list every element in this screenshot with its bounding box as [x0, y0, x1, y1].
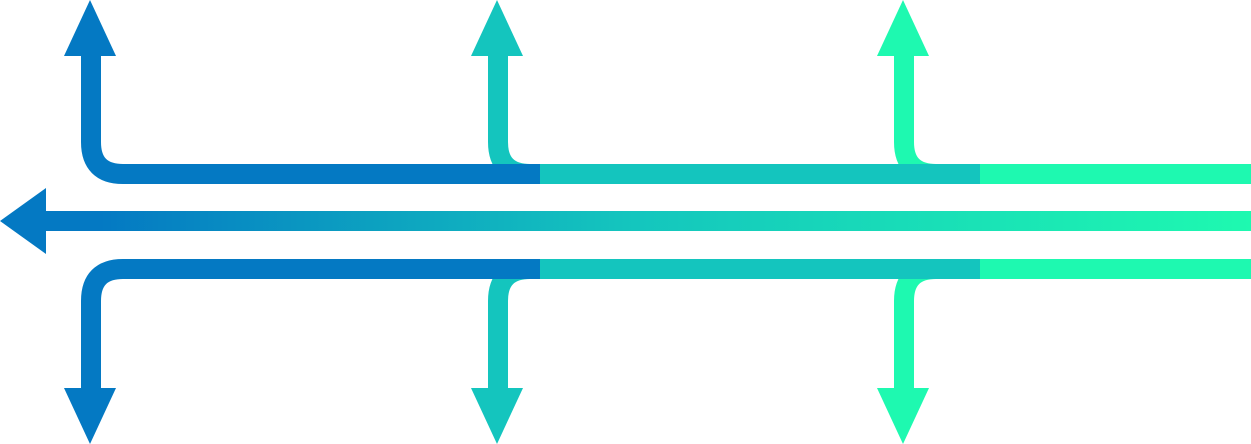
branch-2-down-head [471, 388, 523, 444]
branch-3-down-line [894, 259, 1251, 392]
branch-3-up-head [877, 0, 929, 56]
branch-3-up-line [894, 50, 1251, 184]
branch-1-up-head [64, 0, 116, 56]
branch-1-down-line [81, 259, 540, 392]
branch-3-down-head [877, 388, 929, 444]
branch-1-down-head [64, 388, 116, 444]
main-arrow-head [0, 188, 46, 254]
branch-1-up-line [81, 50, 540, 184]
branch-2-up-head [471, 0, 523, 56]
main-arrow-shaft [40, 211, 1251, 231]
